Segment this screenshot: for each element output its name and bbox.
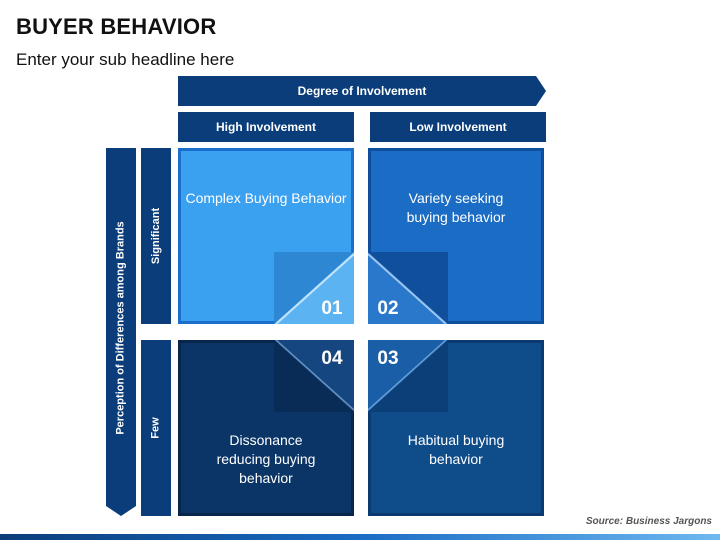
quadrant-label: Variety seeking buying behavior: [406, 190, 506, 225]
facet-02: [368, 252, 448, 324]
x-axis-label: Degree of Involvement: [297, 84, 427, 98]
quadrant-label: Dissonance reducing buying behavior: [216, 432, 316, 486]
quadrant-number-01: 01: [321, 298, 343, 319]
page-title: BUYER BEHAVIOR: [16, 14, 217, 39]
facet-03: [368, 340, 448, 412]
page-subtitle: Enter your sub headline here: [16, 50, 235, 69]
row-header-few: Few: [141, 340, 171, 516]
row-header-significant-text: Significant: [150, 207, 163, 265]
footer-gradient-bar: [0, 534, 720, 540]
quadrant-number-03: 03: [377, 348, 398, 369]
quadrant-number-02: 02: [377, 298, 398, 319]
source-note: Source: Business Jargons: [585, 516, 712, 527]
column-header-low-involvement: Low Involvement: [370, 112, 546, 142]
y-axis-label-container: Perception of Differences among Brands: [106, 148, 136, 508]
row-header-significant: Significant: [141, 148, 171, 324]
facet-01: [274, 252, 354, 324]
column-header-high-involvement: High Involvement: [178, 112, 354, 142]
center-diamond-graphic: 01 02 03 04: [274, 252, 448, 412]
y-axis-label: Perception of Differences among Brands: [115, 221, 128, 435]
facet-04: [274, 340, 354, 412]
quadrant-label: Complex Buying Behavior: [185, 190, 347, 206]
quadrant-number-04: 04: [321, 348, 343, 369]
x-axis-arrow-banner: [178, 76, 546, 106]
y-axis-arrow-banner: [106, 148, 136, 516]
row-header-few-text: Few: [150, 417, 162, 439]
quadrant-label: Habitual buying behavior: [407, 432, 505, 467]
quadrant-habitual-buying: Habitual buying behavior: [368, 340, 544, 516]
